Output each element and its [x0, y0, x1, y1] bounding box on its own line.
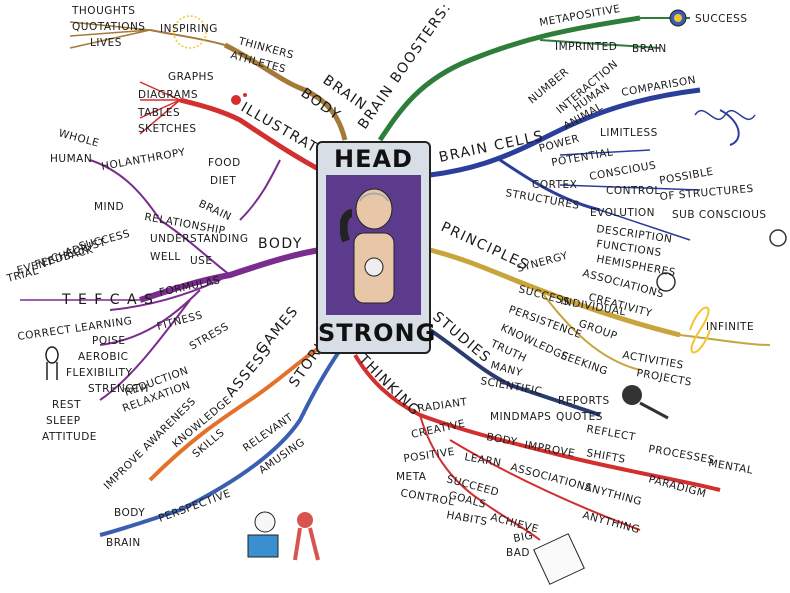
brain-head-icon [769, 229, 787, 247]
holanthropy-label: HOLANTHROPY [100, 146, 186, 173]
thinking-body-label: BODY [485, 431, 518, 448]
synergy-label: SYNERGY [516, 250, 570, 275]
conscious-label: CONSCIOUS [588, 159, 657, 183]
limitless-spiral-icon [694, 109, 756, 121]
boosters-branch-label: BRAIN BOOSTERS: THOUGHTS [355, 0, 510, 132]
infinite-label: INFINITE [706, 321, 754, 333]
reports-label: REPORTS [558, 395, 610, 407]
formulas-label: FORMULAS [158, 274, 221, 299]
central-portrait [326, 175, 421, 315]
possible-label: POSSIBLE [658, 166, 714, 187]
processes-label: PROCESSES [647, 443, 715, 466]
improve-label: IMPROVE [523, 439, 575, 460]
stories-body-label: BODY [114, 507, 145, 519]
infinite-loop-icon [689, 306, 711, 354]
use-label: USE [190, 255, 213, 267]
anything-label: ANYTHING [583, 481, 643, 508]
mind-label: MIND [94, 201, 124, 213]
quotes-label: QUOTES [556, 411, 603, 423]
bad-label: BAD [506, 547, 530, 559]
inspiring-label: INSPIRING [160, 23, 218, 35]
quotations-label: QUOTATIONS [72, 21, 145, 33]
diet-label: DIET [210, 175, 236, 187]
sleep-label: SLEEP [46, 415, 81, 427]
radiant-label: RADIANT [417, 396, 468, 415]
figure-stickman-icon [45, 346, 59, 380]
evolution-label: EVOLUTION [590, 207, 655, 219]
cortex-label: CORTEX [532, 179, 577, 191]
body-branch-label: BODY [258, 236, 303, 252]
habits-label: HABITS [445, 509, 488, 528]
sub-conscious-label: SUB CONSCIOUS [672, 209, 767, 221]
limitless-label: LIMITLESS [600, 127, 658, 139]
body-human-label: HUMAN [50, 153, 92, 165]
success-target-icon [669, 9, 687, 27]
big-label: BIG [512, 530, 534, 545]
central-image: HEAD STRONG [316, 141, 437, 354]
paradigm-label: PARADIGM [647, 473, 707, 500]
thinking-associations-label: ASSOCIATIONS [509, 461, 593, 494]
control-label: CONTROL [606, 185, 661, 197]
well-label: WELL [150, 251, 181, 263]
projects-label: PROJECTS [635, 367, 692, 389]
attitude-label: ATTITUDE [42, 431, 97, 443]
tefcas-trial-label: TRIAL [5, 265, 40, 285]
understanding-label: UNDERSTANDING [150, 233, 249, 245]
graphs-label: GRAPHS [168, 71, 214, 83]
reflect-label: REFLECT [585, 423, 636, 443]
characters-illustration [247, 511, 320, 561]
perspective-label: PERSPECTIVE [157, 488, 233, 525]
magnifier-icon [622, 385, 669, 420]
food-label: FOOD [208, 157, 241, 169]
meta-label: META [396, 471, 427, 483]
tables-label: TABLES [137, 107, 180, 119]
positive-label: POSITIVE [403, 446, 456, 465]
poise-label: POISE [92, 335, 126, 347]
hemisphere-globe-icon [656, 272, 676, 292]
strength-label: STRENGTH [88, 383, 149, 395]
stories-brain-label: BRAIN [106, 537, 141, 549]
central-title-bottom: STRONG [318, 319, 437, 347]
diagrams-label: DIAGRAMS [138, 89, 198, 101]
sketches-label: SKETCHES [138, 123, 197, 135]
imprinted-brain-label: BRAIN [632, 43, 667, 55]
imprinted-label: IMPRINTED [555, 41, 617, 53]
success-label: SUCCESS [695, 13, 747, 25]
mindmaps-label: MINDMAPS [490, 411, 551, 423]
aerobic-label: AEROBIC [78, 351, 129, 363]
mental-label: MENTAL [707, 457, 754, 477]
inspiring-sun-icon [173, 15, 207, 49]
of-structures-label: OF STRUCTURES [659, 183, 754, 203]
scientific-label: SCIENTIFIC [479, 375, 543, 398]
lives-label: LIVES [90, 37, 122, 49]
anything2-label: ANYTHING [581, 509, 641, 536]
stress-label: STRESS [188, 321, 232, 353]
learn-label: LEARN [463, 451, 502, 469]
flexibility-label: FLEXIBILITY [66, 367, 132, 379]
thinking-control-label: CONTROL [399, 487, 455, 508]
body-brain-label: BRAIN [197, 198, 234, 224]
thinking-branch-label: THINKING [354, 351, 423, 420]
ink-splat-icon [231, 93, 247, 105]
tefcas-label: T E F C A S [61, 292, 154, 308]
cigarette-pack-icon [533, 533, 585, 585]
assess-label: ASSESS [223, 342, 276, 401]
strongman-figure [340, 188, 395, 304]
thoughts-label: THOUGHTS [71, 5, 135, 17]
whole-label: WHOLE [57, 127, 100, 149]
rest-label: REST [52, 399, 81, 411]
central-title-top: HEAD [334, 145, 413, 173]
